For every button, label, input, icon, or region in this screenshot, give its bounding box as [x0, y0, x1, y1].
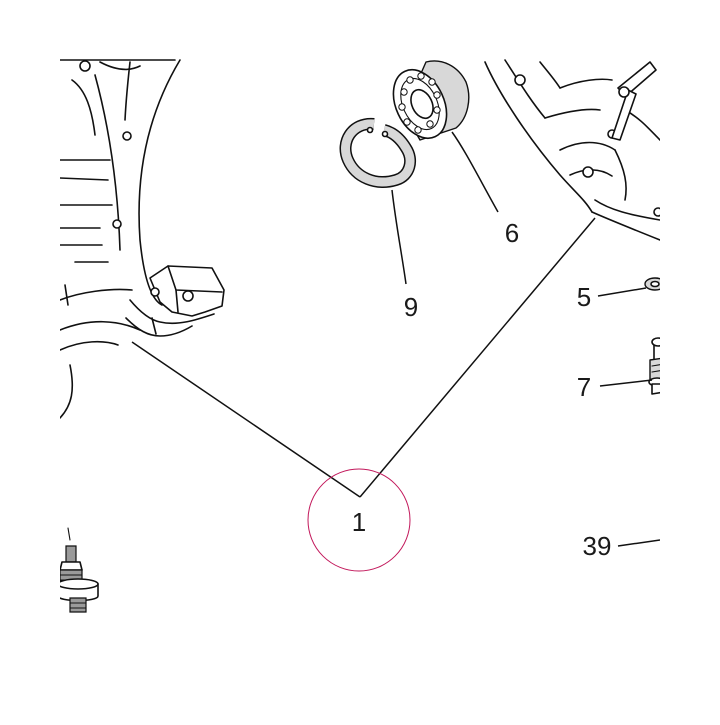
leader-9 — [391, 189, 407, 285]
callout-label-1[interactable]: 1 — [352, 507, 366, 537]
leader-7 — [599, 379, 653, 387]
circlip-snap-ring — [339, 117, 417, 188]
highlight-circle — [307, 468, 411, 572]
gear-housing — [484, 59, 660, 241]
callout-leaders — [131, 131, 660, 547]
plug-screw — [648, 337, 660, 395]
crankcase-housing — [60, 59, 225, 419]
callout-label-5[interactable]: 5 — [577, 282, 591, 312]
callout-label-7[interactable]: 7 — [577, 372, 591, 402]
leader-6 — [451, 131, 499, 213]
leader-5 — [597, 287, 647, 297]
ball-bearing — [392, 60, 470, 141]
leader-1-left — [131, 341, 361, 498]
leader-1-right — [359, 217, 596, 498]
callout-label-6[interactable]: 6 — [505, 218, 519, 248]
leader-39 — [617, 539, 660, 547]
washer — [644, 277, 660, 291]
callout-label-9[interactable]: 9 — [404, 292, 418, 322]
callout-label-39[interactable]: 39 — [583, 531, 612, 561]
stud-bolt — [60, 527, 99, 613]
